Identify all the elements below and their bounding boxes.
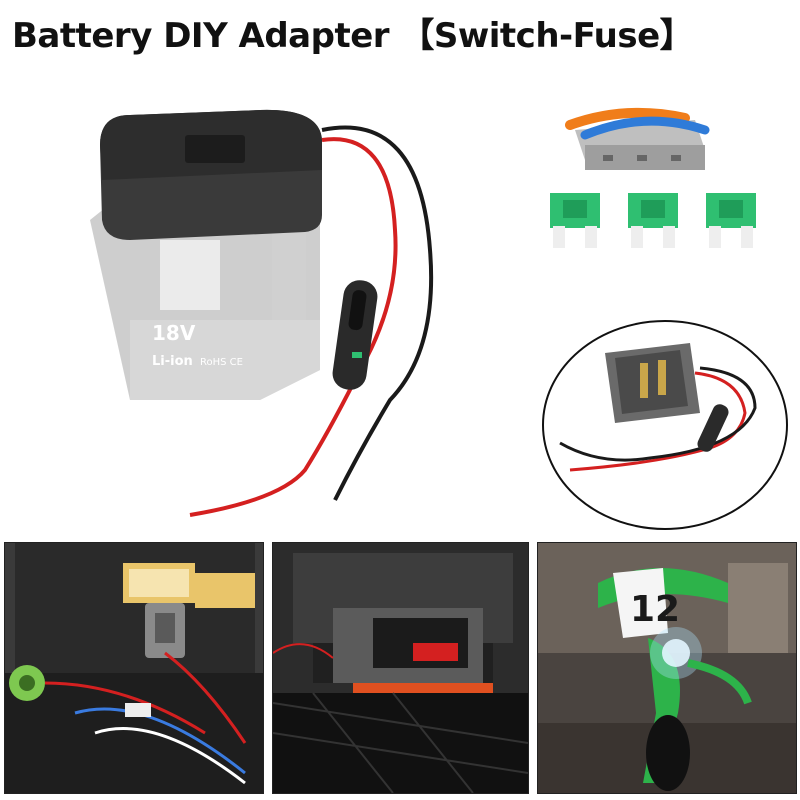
battery-chem-label: Li-ion bbox=[152, 354, 193, 369]
battery-marks-label: RoHS CE bbox=[200, 357, 243, 368]
page-title: Battery DIY Adapter 【Switch-Fuse】 bbox=[12, 16, 694, 56]
fuse-icon bbox=[706, 193, 756, 248]
usage-photo-cart bbox=[272, 542, 529, 794]
fuse-icon bbox=[550, 193, 600, 248]
headlight-icon bbox=[662, 639, 690, 667]
usage-photo-vehicle bbox=[4, 542, 264, 794]
fuse-icon bbox=[628, 193, 678, 248]
black-wire bbox=[321, 125, 434, 501]
adapter-closeup-inset bbox=[542, 320, 788, 530]
mini-fuses-image bbox=[550, 193, 756, 248]
battery-voltage-label: 18V bbox=[152, 321, 196, 345]
usage-photo-dirtbike: 12 bbox=[537, 542, 797, 794]
inline-switch bbox=[332, 280, 378, 390]
number-plate bbox=[613, 568, 668, 638]
number-plate-text: 12 bbox=[630, 589, 680, 630]
lever-connector-image bbox=[565, 107, 710, 170]
adapter-product-image: 18V Li-ion RoHS CE bbox=[90, 109, 434, 517]
adapter-slot bbox=[185, 135, 245, 163]
